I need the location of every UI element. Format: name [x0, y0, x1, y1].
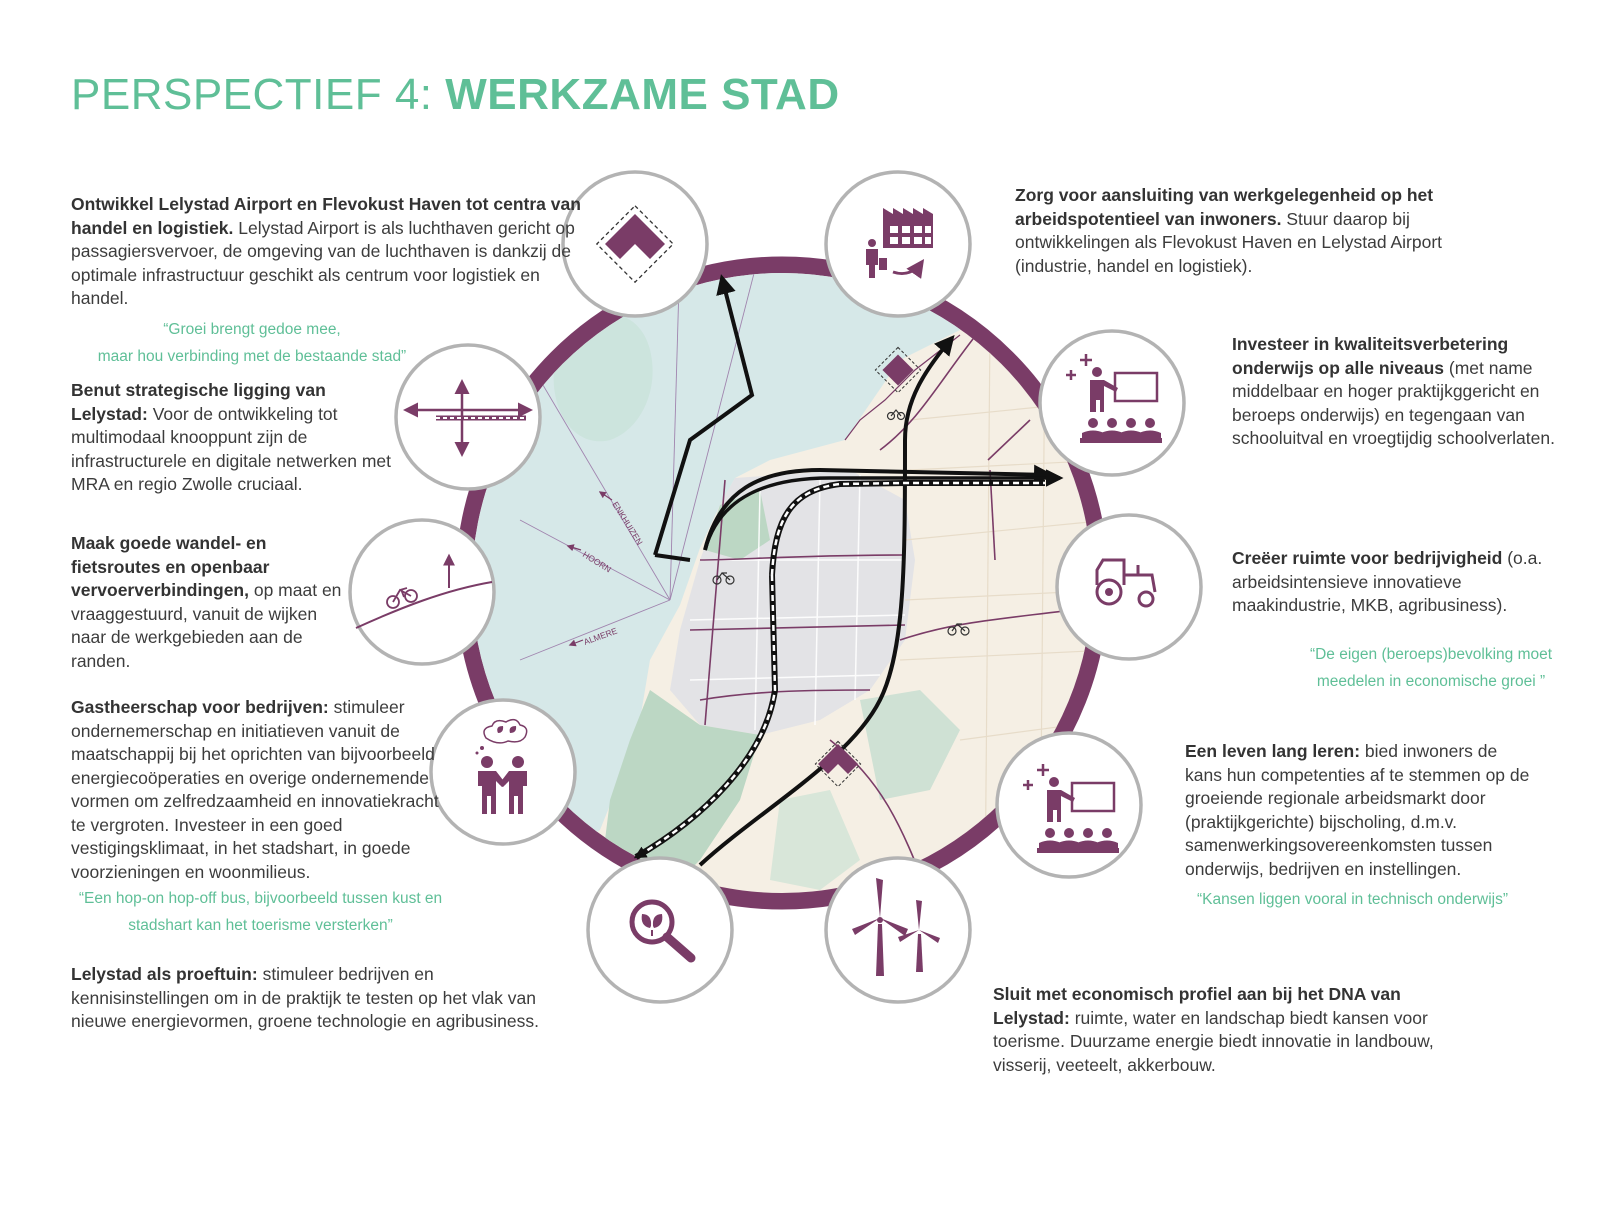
block-dna-heading: Sluit met economisch profiel aan bij het…: [993, 984, 1401, 1028]
hub-south-small: [814, 740, 862, 788]
quote-technisch-line1: “Kansen liggen vooral in technisch onder…: [1196, 891, 1509, 908]
block-onderwijs-text: (met name middelbaar en hoger praktijkgg…: [1232, 357, 1555, 449]
block-proeftuin-text: stimuleer bedrijven en kennisinstellinge…: [71, 964, 539, 1031]
sat-ligging: [394, 343, 542, 491]
block-airport-text: Lelystad Airport is als luchthaven geric…: [71, 217, 575, 309]
teacher-class-icon: [1023, 764, 1119, 853]
hub-airport-small: [874, 346, 922, 394]
quote-hop-on: “Een hop-on hop-off bus, bijvoorbeeld tu…: [68, 885, 453, 939]
block-aansluiting: Zorg voor aansluiting van werkgelegenhei…: [1015, 184, 1485, 278]
quote-groei-line2: maar hou verbinding met de bestaande sta…: [97, 348, 407, 365]
block-ligging: Benut strategische ligging van Lelystad:…: [71, 379, 401, 497]
sat-wind: [824, 856, 972, 1004]
quote-beroepsbevolking-line2: meedelen in economische groei ”: [1316, 673, 1546, 690]
title-prefix: PERSPECTIEF 4:: [71, 70, 433, 119]
direction-arrows: [566, 491, 613, 647]
block-onderwijs-heading: Investeer in kwaliteitsverbetering onder…: [1232, 334, 1509, 378]
sat-gastheer: [429, 698, 577, 846]
quote-groei-line1: “Groei brengt gedoe mee,: [163, 321, 341, 338]
block-ligging-text: Voor de ontwikkeling tot multimodaal kno…: [71, 403, 392, 495]
sat-factory: [824, 170, 972, 318]
block-gastheer: Gastheerschap voor bedrijven: stimuleer …: [71, 696, 441, 884]
quote-technisch: “Kansen liggen vooral in technisch onder…: [1180, 886, 1525, 913]
block-airport-heading: Ontwikkel Lelystad Airport en Flevokust …: [71, 194, 581, 238]
quote-hop-on-line1: “Een hop-on hop-off bus, bijvoorbeeld tu…: [78, 890, 443, 907]
page-title: PERSPECTIEF 4: WERKZAME STAD: [71, 70, 840, 120]
sat-onderwijs: [1038, 329, 1186, 477]
sat-tractor: [1055, 513, 1203, 661]
block-wandel-heading: Maak goede wandel- en fietsroutes en ope…: [71, 533, 270, 600]
sat-airport: [561, 170, 709, 318]
sat-leren: [995, 731, 1143, 879]
quote-hop-on-line2: stadshart kan het toerisme versterken”: [128, 917, 393, 934]
block-gastheer-heading: Gastheerschap voor bedrijven:: [71, 697, 329, 717]
block-airport: Ontwikkel Lelystad Airport en Flevokust …: [71, 193, 591, 311]
block-dna: Sluit met economisch profiel aan bij het…: [993, 983, 1473, 1077]
teacher-class-icon: [1066, 354, 1162, 443]
block-aansluiting-heading: Zorg voor aansluiting van werkgelegenhei…: [1015, 185, 1434, 229]
block-aansluiting-text: Stuur daarop bij ontwikkelingen als Flev…: [1015, 208, 1443, 276]
tractor-icon: [1095, 558, 1157, 608]
bike-icon: [886, 409, 906, 421]
block-proeftuin-heading: Lelystad als proeftuin:: [71, 964, 258, 984]
block-wandel: Maak goede wandel- en fietsroutes en ope…: [71, 532, 356, 673]
wind-turbine-icon: [852, 878, 940, 976]
block-dna-text: ruimte, water en landschap biedt kansen …: [993, 1007, 1434, 1075]
bike-icon: [712, 572, 735, 585]
block-gastheer-text: stimuleer ondernemerschap en initiatieve…: [71, 697, 439, 882]
sat-proeftuin: [586, 856, 734, 1004]
block-bedrijvigheid-heading: Creëer ruimte voor bedrijvigheid: [1232, 548, 1503, 568]
quote-groei: “Groei brengt gedoe mee, maar hou verbin…: [82, 316, 422, 370]
magnifier-leaf-icon: [629, 899, 696, 963]
route-lines: [633, 274, 1064, 867]
block-bedrijvigheid: Creëer ruimte voor bedrijvigheid (o.a. a…: [1232, 547, 1562, 618]
bike-icon: [947, 623, 970, 636]
block-onderwijs: Investeer in kwaliteitsverbetering onder…: [1232, 333, 1562, 451]
block-leren-heading: Een leven lang leren:: [1185, 741, 1361, 761]
block-proeftuin: Lelystad als proeftuin: stimuleer bedrij…: [71, 963, 571, 1034]
people-idea-icon: [475, 718, 528, 814]
block-leren: Een leven lang leren: bied inwoners de k…: [1185, 740, 1530, 881]
crossroads-arrows-icon: [403, 379, 533, 457]
cyclist-route-icon: [355, 553, 493, 629]
block-leren-text: bied inwoners de kans hun competenties a…: [1185, 741, 1530, 879]
quote-beroepsbevolking: “De eigen (beroeps)bevolking moet meedel…: [1300, 641, 1562, 695]
title-main: WERKZAME STAD: [445, 70, 840, 119]
block-ligging-heading: Benut strategische ligging van Lelystad:: [71, 380, 326, 424]
block-wandel-text: op maat en vraaggestuurd, vanuit de wijk…: [71, 580, 342, 671]
sat-wandel: [348, 518, 496, 666]
block-bedrijvigheid-text: (o.a. arbeidsintensieve innovatieve maak…: [1232, 548, 1543, 615]
factory-worker-icon: [866, 208, 933, 279]
lelystad-map: [472, 273, 1092, 893]
quote-beroepsbevolking-line1: “De eigen (beroeps)bevolking moet: [1309, 646, 1553, 663]
